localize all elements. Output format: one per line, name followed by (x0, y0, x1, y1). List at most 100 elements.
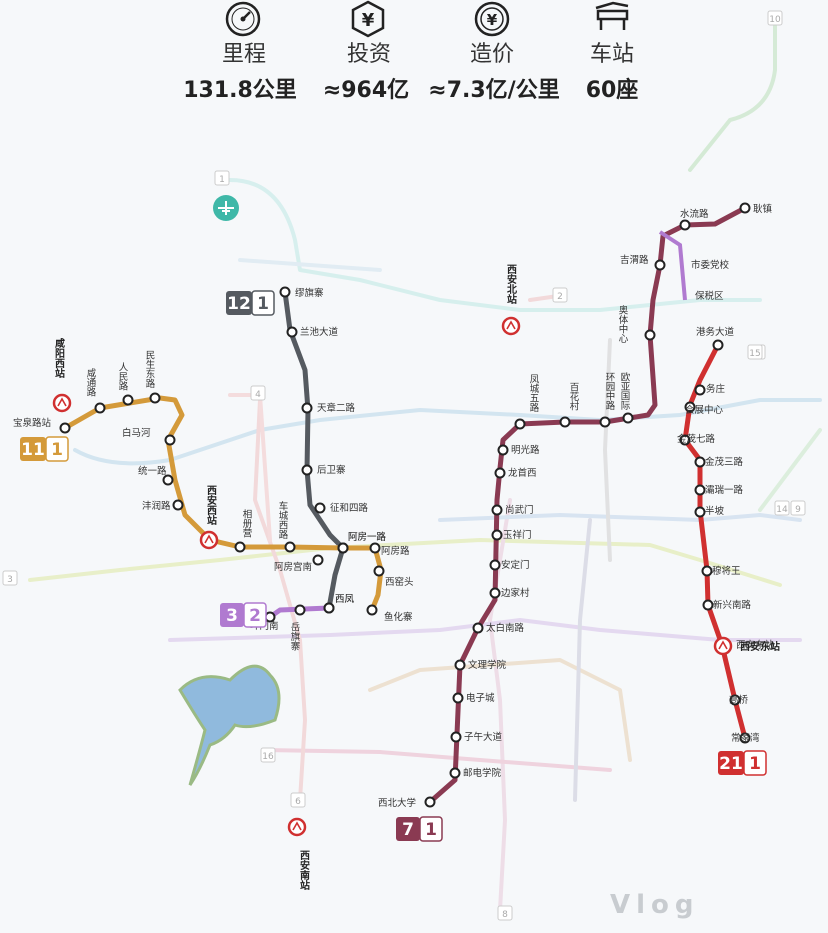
station-dot[interactable] (694, 484, 706, 496)
station-dot[interactable] (622, 412, 634, 424)
line-badge-12-phase: 1 (257, 294, 269, 314)
station-label: 车城西路 (277, 500, 289, 540)
station-dot[interactable] (234, 541, 246, 553)
station-label: 金茂三路 (705, 456, 744, 468)
background-line-number-box (2, 570, 18, 586)
station-dot[interactable] (301, 464, 313, 476)
rail-icon-xian-east (713, 636, 733, 656)
station-dot[interactable] (452, 692, 464, 704)
station-dot[interactable] (323, 602, 335, 614)
station-dot[interactable] (702, 599, 714, 611)
station-dot[interactable] (424, 796, 436, 808)
station-dot[interactable] (122, 394, 134, 406)
station-dot[interactable] (164, 434, 176, 446)
station-dot[interactable] (559, 416, 571, 428)
station-label: 会展中心 (685, 404, 724, 416)
station-label: 人民路 (117, 362, 129, 391)
station-label: 欧亚国际 (619, 371, 631, 411)
station-dot[interactable] (701, 565, 713, 577)
background-line-number: 1 (219, 175, 225, 185)
background-line-number-box (250, 385, 266, 401)
station-dot[interactable] (294, 604, 306, 616)
station-dot[interactable] (491, 504, 503, 516)
station-label: 鱼化寨 (384, 611, 413, 623)
station-label: 西安东站 (736, 639, 775, 651)
background-line-number: 2 (557, 292, 563, 302)
station-label: 西窑头 (385, 576, 414, 588)
station-dot[interactable] (449, 767, 461, 779)
line-badge-21[interactable]: 21 1 (718, 750, 767, 776)
station-label: 港务大道 (696, 326, 735, 338)
station-dot[interactable] (729, 694, 741, 706)
line-badge-7[interactable]: 7 1 (396, 816, 443, 842)
station-dot[interactable] (162, 474, 174, 486)
station-dot[interactable] (450, 731, 462, 743)
station-label: 电子城 (466, 692, 495, 704)
station-dot[interactable] (679, 219, 691, 231)
station-dot[interactable] (373, 565, 385, 577)
rail-stations (52, 316, 733, 837)
station-dot[interactable] (314, 502, 326, 514)
station-dot[interactable] (279, 286, 291, 298)
line-badge-12[interactable]: 12 1 (226, 290, 275, 316)
station-dots (59, 202, 751, 808)
station-dot[interactable] (654, 259, 666, 271)
station-dot[interactable] (679, 434, 691, 446)
station-dot[interactable] (284, 541, 296, 553)
station-label: 子午大道 (464, 731, 503, 743)
station-dot[interactable] (489, 587, 501, 599)
station-dot[interactable] (369, 542, 381, 554)
station-label: 阿房宫南 (274, 561, 312, 573)
station-dot[interactable] (712, 339, 724, 351)
line-12[interactable] (282, 291, 346, 609)
station-dot[interactable] (644, 329, 656, 341)
station-dot[interactable] (312, 554, 324, 566)
station-dot[interactable] (454, 659, 466, 671)
station-dot[interactable] (337, 542, 349, 554)
station-dot[interactable] (491, 529, 503, 541)
station-label: 天章二路 (317, 402, 356, 414)
station-dot[interactable] (149, 392, 161, 404)
station-label: 文理学院 (468, 659, 507, 671)
station-dot[interactable] (599, 416, 611, 428)
station-dot[interactable] (59, 422, 71, 434)
svg-text:¥: ¥ (487, 11, 498, 29)
station-label: 邮电学院 (463, 767, 502, 779)
station-dot[interactable] (172, 499, 184, 511)
station-dot[interactable] (694, 456, 706, 468)
station-dot[interactable] (694, 384, 706, 396)
line-badge-11[interactable]: 11 1 (20, 436, 69, 462)
line-badge-3[interactable]: 3 2 (220, 602, 267, 628)
station-label: 新兴南路 (713, 599, 752, 611)
coin-icon: ¥ (474, 1, 510, 37)
station-label: 保税区 (695, 290, 724, 302)
station-dot[interactable] (497, 444, 509, 456)
station-dot[interactable] (684, 401, 696, 413)
station-dot[interactable] (301, 402, 313, 414)
station-label: 西北大学 (378, 797, 416, 809)
station-dot[interactable] (489, 559, 501, 571)
rail-station-labels: 咸阳西站 西安西站 西安北站 西安东站 西安南站 (53, 264, 781, 891)
station-dot[interactable] (694, 506, 706, 518)
stat-value-investment: ≈964亿 (322, 78, 410, 103)
line-11[interactable] (63, 395, 384, 611)
stat-label-investment: 投资 (346, 42, 391, 67)
station-label: 奥体中心 (617, 304, 629, 343)
background-line-number: 3 (7, 575, 13, 585)
station-label: 金茂七路 (677, 433, 716, 445)
station-dot[interactable] (472, 622, 484, 634)
station-dot[interactable] (514, 418, 526, 430)
station-label: 百花村 (568, 382, 580, 411)
station-dot[interactable] (286, 326, 298, 338)
station-dot[interactable] (494, 467, 506, 479)
station-label: 缪旗寨 (295, 287, 324, 299)
background-line-number-box (260, 747, 276, 763)
station-dot[interactable] (94, 402, 106, 414)
station-dot[interactable] (366, 604, 378, 616)
station-dot[interactable] (739, 202, 751, 214)
background-line-number: 4 (255, 390, 261, 400)
station-label: 兰池大道 (300, 326, 339, 338)
station-dot[interactable] (739, 732, 751, 744)
